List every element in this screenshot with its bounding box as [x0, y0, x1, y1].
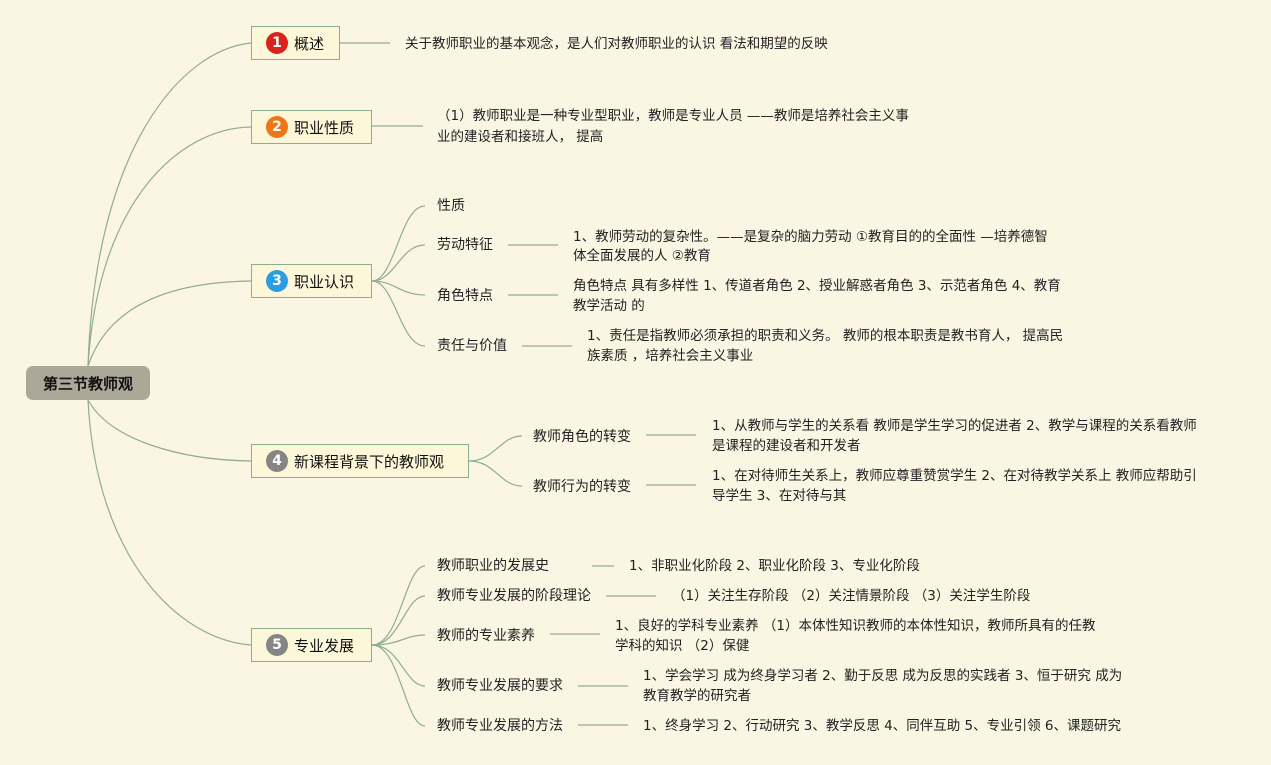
number-badge-1: 1 — [266, 32, 288, 54]
number-badge-4: 4 — [266, 450, 288, 472]
subtopic-text-line: 学科的知识 （2）保健 — [615, 638, 750, 654]
branch-label: 专业发展 — [294, 636, 355, 655]
branch-label: 职业性质 — [294, 118, 355, 137]
branch-node-overview[interactable]: 1 概述 — [251, 26, 340, 60]
subtopic-text-line: 导学生 3、在对待与其 — [712, 488, 847, 504]
branch-node-nature[interactable]: 2 职业性质 — [251, 110, 372, 144]
subtopic-text-line: 1、良好的学科专业素养 （1）本体性知识教师的本体性知识，教师所具有的任教 — [615, 618, 1096, 634]
subtopic-text-line: 教学活动 的 — [573, 298, 645, 314]
subtopic-text-line: 1、从教师与学生的关系看 教师是学生学习的促进者 2、教学与课程的关系看教师 — [712, 418, 1197, 434]
branch-text-line: （1）教师职业是一种专业型职业，教师是专业人员 ——教师是培养社会主义事 — [437, 108, 909, 124]
subtopic-text-line: 1、教师劳动的复杂性。——是复杂的脑力劳动 ①教育目的的全面性 —培养德智 — [573, 229, 1048, 245]
subtopic-label[interactable]: 教师专业发展的方法 — [437, 718, 563, 734]
subtopic-text-line: 1、责任是指教师必须承担的职责和义务。 教师的根本职责是教书育人， 提高民 — [587, 328, 1064, 344]
subtopic-text-line: 1、终身学习 2、行动研究 3、教学反思 4、同伴互助 5、专业引领 6、课题研… — [643, 718, 1121, 734]
subtopic-label[interactable]: 教师的专业素养 — [437, 628, 535, 644]
subtopic-label[interactable]: 教师行为的转变 — [533, 479, 631, 495]
branch-label: 职业认识 — [294, 272, 355, 291]
branch-label: 概述 — [294, 34, 325, 53]
branch-node-recognition[interactable]: 3 职业认识 — [251, 264, 372, 298]
branch-node-new-curriculum[interactable]: 4 新课程背景下的教师观 — [251, 444, 469, 478]
subtopic-text-line: 角色特点 具有多样性 1、传道者角色 2、授业解惑者角色 3、示范者角色 4、教… — [573, 278, 1061, 294]
branch-text-line: 业的建设者和接班人， 提高 — [437, 129, 604, 145]
subtopic-label[interactable]: 教师职业的发展史 — [437, 558, 549, 574]
number-badge-3: 3 — [266, 270, 288, 292]
subtopic-label[interactable]: 教师专业发展的阶段理论 — [437, 588, 591, 604]
subtopic-label[interactable]: 角色特点 — [437, 288, 493, 304]
branch-node-professional-development[interactable]: 5 专业发展 — [251, 628, 372, 662]
root-node[interactable]: 第三节教师观 — [26, 366, 150, 400]
subtopic-text-line: 1、在对待师生关系上，教师应尊重赞赏学生 2、在对待教学关系上 教师应帮助引 — [712, 468, 1197, 484]
subtopic-label[interactable]: 劳动特征 — [437, 237, 493, 253]
number-badge-5: 5 — [266, 634, 288, 656]
subtopic-text-line: 是课程的建设者和开发者 — [712, 438, 861, 454]
subtopic-label[interactable]: 性质 — [437, 198, 465, 214]
subtopic-text-line: 教育教学的研究者 — [643, 688, 751, 704]
subtopic-text-line: （1）关注生存阶段 （2）关注情景阶段 （3）关注学生阶段 — [672, 588, 1031, 604]
subtopic-label[interactable]: 教师专业发展的要求 — [437, 678, 563, 694]
subtopic-text-line: 1、非职业化阶段 2、职业化阶段 3、专业化阶段 — [629, 558, 920, 574]
branch-text: 关于教师职业的基本观念，是人们对教师职业的认识 看法和期望的反映 — [405, 36, 828, 52]
subtopic-text-line: 族素质 ，培养社会主义事业 — [587, 348, 754, 364]
branch-label: 新课程背景下的教师观 — [294, 452, 445, 471]
subtopic-label[interactable]: 教师角色的转变 — [533, 429, 631, 445]
number-badge-2: 2 — [266, 116, 288, 138]
subtopic-text-line: 1、学会学习 成为终身学习者 2、勤于反思 成为反思的实践者 3、恒于研究 成为 — [643, 668, 1123, 684]
subtopic-label[interactable]: 责任与价值 — [437, 338, 507, 354]
subtopic-text-line: 体全面发展的人 ②教育 — [573, 248, 711, 264]
